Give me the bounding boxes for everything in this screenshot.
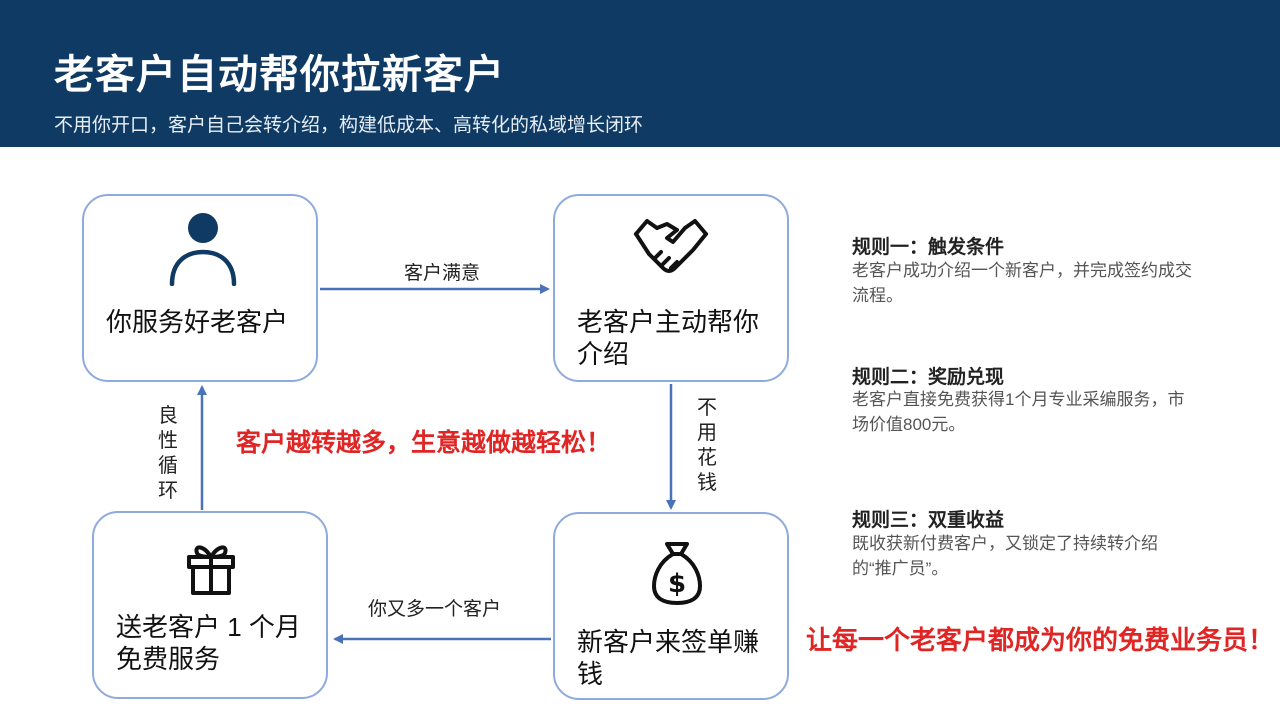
rule-3-desc: 既收获新付费客户，又锁定了持续转介绍的“推广员”。 <box>852 534 1158 578</box>
node-serve-old-customers: 你服务好老客户 <box>82 194 318 382</box>
svg-text:$: $ <box>668 569 686 599</box>
rule-2-desc: 老客户直接免费获得1个月专业采编服务，市场价值800元。 <box>852 390 1185 434</box>
page-title: 老客户自动帮你拉新客户 <box>54 53 505 97</box>
node-new-customer-signs: $ 新客户来签单赚钱 <box>553 512 789 700</box>
node-label: 新客户来签单赚钱 <box>577 627 760 689</box>
bottom-slogan: 让每一个老客户都成为你的免费业务员！ <box>806 625 1275 655</box>
edge-label-one-more-customer: 你又多一个客户 <box>368 599 502 620</box>
person-icon <box>169 213 237 286</box>
money-bag-icon: $ <box>652 542 702 605</box>
rule-1-desc: 老客户成功介绍一个新客户，并完成签约成交流程。 <box>852 261 1192 305</box>
node-label: 送老客户 1 个月免费服务 <box>116 612 301 674</box>
gift-icon <box>187 545 235 595</box>
page-subtitle: 不用你开口，客户自己会转介绍，构建低成本、高转化的私域增长闭环 <box>54 115 644 136</box>
edge-label-no-cost: 不用花钱 <box>697 397 717 494</box>
rule-3-title: 规则三：双重收益 <box>852 510 1005 531</box>
edge-label-virtuous-cycle: 良性循环 <box>158 405 178 502</box>
header-banner: 老客户自动帮你拉新客户 不用你开口，客户自己会转介绍，构建低成本、高转化的私域增… <box>0 0 1280 147</box>
node-gift-free-service: 送老客户 1 个月免费服务 <box>92 511 328 699</box>
handshake-icon <box>634 219 708 273</box>
node-label: 你服务好老客户 <box>106 307 289 337</box>
center-slogan: 客户越转越多，生意越做越轻松！ <box>236 429 612 457</box>
rule-1-title: 规则一：触发条件 <box>852 237 1005 258</box>
rule-2-title: 规则二：奖励兑现 <box>852 367 1005 388</box>
node-label: 老客户主动帮你介绍 <box>577 307 760 369</box>
node-customer-refers: 老客户主动帮你介绍 <box>553 194 789 382</box>
edge-label-satisfied: 客户满意 <box>404 263 481 284</box>
